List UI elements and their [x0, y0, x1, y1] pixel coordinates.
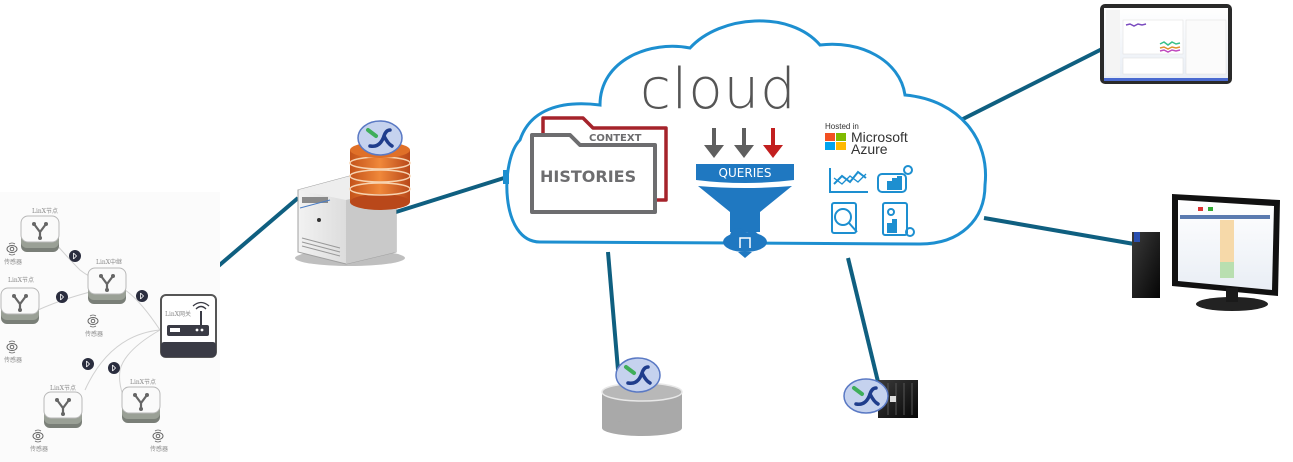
microsoft-label: Microsoft: [851, 129, 908, 145]
document-search-icon: [831, 202, 858, 234]
x-logo-icon: [614, 356, 662, 394]
cloud-title: cloud: [640, 57, 797, 122]
bluetooth-icon: [68, 249, 82, 263]
x-logo-icon: [842, 377, 890, 415]
connector-cloud-tablet: [954, 43, 1111, 125]
cloud-database[interactable]: [601, 356, 683, 436]
dashboard-tablet[interactable]: [1100, 4, 1232, 84]
cloud: cloud CONTEXT HISTORIES QUERIES: [503, 19, 988, 258]
sensor-label: 传感器: [4, 258, 22, 266]
report-settings-icon: [882, 202, 915, 237]
line-chart-icon: [829, 168, 868, 193]
workstation-screen: [1180, 207, 1270, 278]
gateway-label: LinX网关: [165, 310, 191, 318]
edge-appliance[interactable]: [842, 377, 918, 418]
node-label: LinX节点: [50, 384, 76, 392]
bluetooth-icon: [81, 357, 95, 371]
linx-relay: LinX中继 传感器: [85, 258, 128, 338]
arrow-down-red-icon: [763, 128, 783, 158]
bluetooth-icon: [135, 289, 149, 303]
arrow-down-icon: [734, 128, 754, 158]
node-label: LinX节点: [8, 276, 34, 284]
microsoft-logo-icon: [825, 133, 846, 150]
cloud-download-icon: [723, 228, 767, 258]
node-label: LinX节点: [32, 207, 58, 215]
hosted-in-label: Hosted in: [825, 122, 859, 131]
cloud-port: [503, 170, 509, 184]
sensor-label: 传感器: [85, 330, 103, 338]
node-label: LinX节点: [130, 378, 156, 386]
sensor-label: 传感器: [4, 356, 22, 364]
connector-cloud-edge: [846, 257, 882, 391]
linx-gateway[interactable]: LinX网关: [160, 294, 217, 358]
sensor-label: 传感器: [150, 445, 168, 453]
queries-label: QUERIES: [719, 166, 772, 180]
connector-server-cloud: [395, 176, 505, 214]
connectors: [186, 43, 1141, 391]
database-stack-icon: [349, 142, 411, 210]
azure-hosting: Hosted in Microsoft Azure: [825, 122, 908, 157]
dashboard-screen: [1106, 10, 1227, 76]
linx-node: LinX节点 传感器: [4, 207, 61, 266]
histories-label: HISTORIES: [540, 167, 636, 186]
bluetooth-icon: [107, 361, 121, 375]
linx-node: LinX节点 传感器: [0, 276, 41, 364]
context-label: CONTEXT: [589, 133, 642, 144]
chat-bar-chart-icon: [877, 165, 913, 193]
relay-label: LinX中继: [96, 258, 122, 266]
local-server[interactable]: [295, 119, 411, 266]
desktop-workstation[interactable]: [1132, 194, 1280, 311]
context-histories-folder[interactable]: CONTEXT HISTORIES: [530, 116, 668, 214]
sensor-label: 传感器: [30, 445, 48, 453]
connector-cloud-database: [606, 251, 620, 371]
x-logo-icon: [356, 119, 404, 157]
bluetooth-icon: [55, 290, 69, 304]
azure-label: Azure: [851, 141, 888, 157]
linx-node: LinX节点 传感器: [120, 378, 168, 453]
arrow-down-icon: [704, 128, 724, 158]
connector-cloud-desktop: [983, 216, 1141, 247]
router-icon: [167, 301, 210, 336]
queries-funnel[interactable]: QUERIES: [696, 128, 794, 258]
linx-network: LinX节点 传感器 LinX节点 传感器 LinX中继 传感器 LinX节点 …: [0, 192, 220, 462]
linx-node: LinX节点 传感器: [30, 384, 84, 453]
